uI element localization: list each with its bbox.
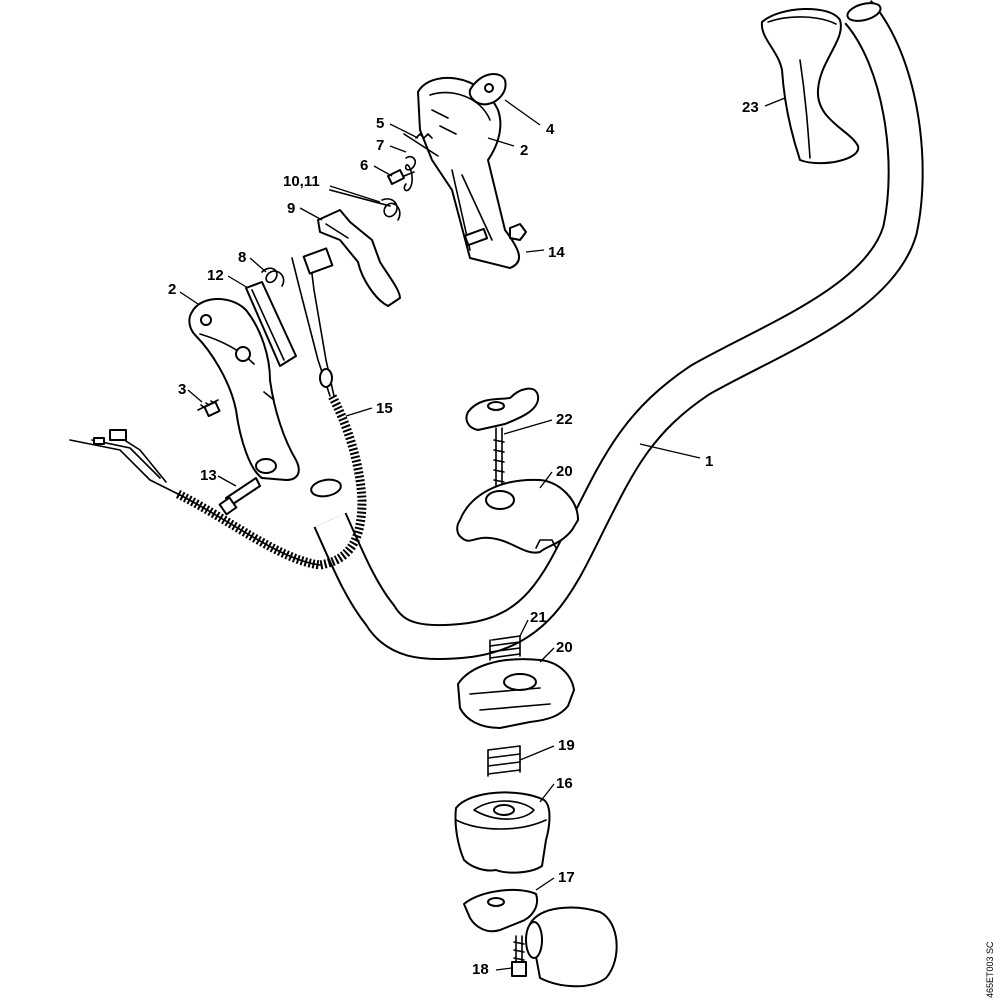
callout-15: 15	[376, 400, 393, 417]
spring-19	[487, 745, 521, 777]
grip-23	[760, 8, 860, 165]
callout-17: 17	[558, 869, 575, 886]
callout-14: 14	[548, 244, 565, 261]
callout-2-left: 2	[168, 281, 176, 298]
cable-harness	[69, 247, 367, 570]
callout-9: 9	[287, 200, 295, 217]
callout-20-lower: 20	[556, 639, 573, 656]
callout-16: 16	[556, 775, 573, 792]
callout-7: 7	[376, 137, 384, 154]
callout-22: 22	[556, 411, 573, 428]
clamp-17	[463, 888, 618, 988]
callout-4: 4	[546, 121, 555, 138]
handle-housing-left	[188, 297, 300, 481]
spring-21	[489, 635, 521, 661]
button-4	[468, 73, 507, 106]
callout-6: 6	[360, 157, 368, 174]
callout-8: 8	[238, 249, 246, 266]
callout-labels: 23 1 2 4 5 7 6 10,11 9 8 12 2 3 13 14 15…	[168, 99, 759, 978]
clamp-20-upper	[456, 478, 579, 554]
spring-10-11	[329, 189, 401, 221]
leader-lines	[179, 97, 786, 971]
control-housing-upper	[417, 77, 520, 269]
clamp-20-lower	[457, 658, 575, 729]
callout-20-upper: 20	[556, 463, 573, 480]
small-parts-5-6-7	[387, 133, 439, 192]
callout-5: 5	[376, 115, 384, 132]
callout-12: 12	[207, 267, 224, 284]
handlebar-tube	[310, 0, 924, 661]
callout-3: 3	[178, 381, 186, 398]
nut-14	[509, 223, 527, 241]
clamp-block-16	[454, 791, 551, 874]
callout-13: 13	[200, 467, 217, 484]
figure-code: 465ET003 SC	[985, 941, 995, 998]
wing-bolt-22	[465, 387, 540, 501]
spring-8	[261, 267, 285, 287]
screw-18	[511, 935, 527, 977]
screw-13	[218, 477, 261, 516]
screw-3	[197, 399, 221, 418]
callout-1: 1	[705, 453, 713, 470]
callout-2-upper: 2	[520, 142, 528, 159]
trigger-9	[317, 209, 401, 307]
callout-21: 21	[530, 609, 547, 626]
cover-12	[245, 281, 297, 367]
callout-18: 18	[472, 961, 489, 978]
callout-19: 19	[558, 737, 575, 754]
callout-23: 23	[742, 99, 759, 116]
callout-10-11: 10,11	[283, 173, 320, 190]
